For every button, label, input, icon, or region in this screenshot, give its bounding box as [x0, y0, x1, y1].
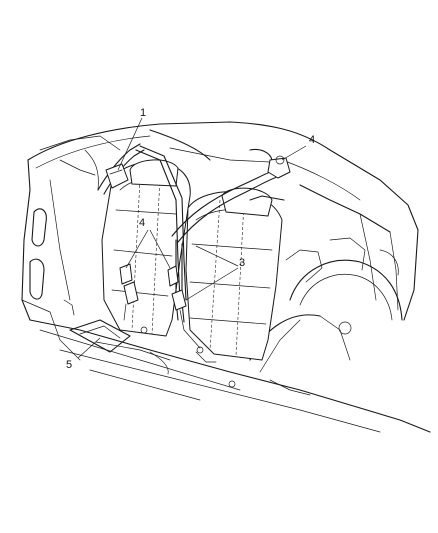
callout-3: 3 [239, 257, 246, 269]
seat-belts [97, 143, 291, 388]
floor-section [69, 319, 171, 375]
right-seat-back [185, 187, 285, 361]
leader-lines [77, 117, 307, 359]
left-seat-back [101, 159, 191, 337]
callout-5: 5 [66, 359, 73, 371]
callout-4-left: 4 [139, 217, 146, 229]
body-shell [21, 121, 431, 433]
callout-1: 1 [140, 107, 147, 119]
callout-4-top: 4 [309, 134, 316, 146]
